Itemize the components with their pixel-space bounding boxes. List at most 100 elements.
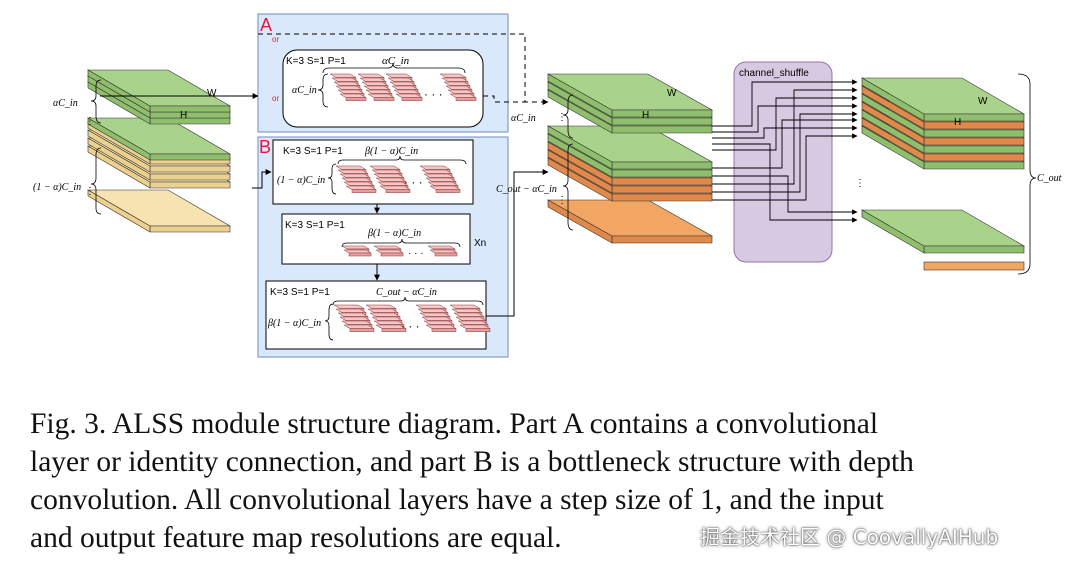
middle-layer-8-side: [547, 81, 613, 126]
part-a-label: A: [260, 15, 272, 35]
part-b-block3-count-label: C_out − αC_in: [376, 287, 437, 298]
input-layer-2-side: [87, 145, 151, 189]
middle-alpha-label: αC_in: [511, 113, 536, 124]
kernel-front: [385, 189, 411, 193]
output-bottom-orange-strip: [923, 261, 1025, 271]
kernel-front: [455, 97, 477, 101]
channel-shuffle-label: channel_shuffle: [739, 68, 809, 79]
shuffle-line: [712, 133, 858, 201]
input-layer-6: [86, 117, 232, 161]
middle-dots-bottom: ⋮: [557, 195, 567, 206]
kernel-front: [380, 252, 404, 257]
middle-layer-1-front: [611, 235, 713, 244]
part-b-block2-kernel-stack: [341, 245, 458, 257]
output-layer-8: [860, 77, 1026, 122]
input-to-part-a-dashed: [258, 33, 549, 105]
part-b-block3-side-label: β(1 − α)C_in: [267, 318, 321, 329]
middle-layer-6-front: [611, 161, 713, 170]
output-layer-2-front: [923, 161, 1025, 170]
middle-layer-7-side: [547, 89, 613, 134]
input-w-label: W: [207, 88, 217, 99]
kernel-top: [343, 249, 372, 254]
input-rest-brace: [90, 147, 102, 215]
kernel-top: [429, 249, 458, 254]
part-b-block3-conv-params: K=3 S=1 P=1: [270, 287, 330, 298]
kernel-front: [345, 97, 367, 101]
part-b-block1-dots: · · ·: [404, 175, 423, 189]
middle-rest-label: C_out − αC_in: [496, 184, 557, 195]
kernel-front: [348, 252, 372, 257]
part-b-block1-side-label: (1 − α)C_in: [277, 175, 325, 186]
connections: [100, 33, 549, 317]
part-b-block3-count-brace: [332, 296, 484, 306]
middle-dots-top: ⋮: [557, 112, 567, 123]
input-to-part-b-arrow: [252, 169, 272, 189]
caption-line-3: convolution. All convolutional layers ha…: [30, 484, 884, 516]
part-a-kernel-stack: [329, 73, 477, 101]
input-alpha-brace: [90, 79, 102, 124]
kernel-front: [434, 252, 458, 257]
kernel-front: [401, 97, 423, 101]
output-layer-7-side: [861, 85, 925, 130]
caption-line-4: and output feature map resolutions are e…: [30, 522, 562, 554]
output-layer-3-side: [861, 117, 925, 162]
input-layer-4-front: [149, 165, 231, 173]
middle-layer-6: [546, 125, 714, 170]
middle-layer-1: [546, 199, 714, 244]
middle-layer-2-front: [611, 193, 713, 202]
output-layer-5-side: [861, 101, 925, 146]
kernel-front: [349, 328, 375, 332]
part-b-label: B: [259, 137, 271, 157]
caption-line-2: layer or identity connection, and part B…: [30, 446, 914, 478]
part-a-dots: · · ·: [424, 87, 443, 101]
input-layer-1-front: [149, 225, 231, 233]
channel-shuffle-panel: [733, 61, 833, 263]
part-a-or-side: or: [272, 94, 279, 103]
output-layer-2-side: [861, 125, 925, 170]
output-layer-4-front: [923, 145, 1025, 154]
middle-layer-5-side: [547, 133, 613, 178]
middle-layer-8-front: [611, 117, 713, 126]
part-b-block3-dots: · · ·: [401, 319, 420, 333]
output-h-label: H: [954, 117, 961, 128]
shuffle-line: [712, 103, 858, 133]
input-alpha-label: αC_in: [53, 98, 78, 109]
part-a-count-label: αC_in: [382, 55, 410, 67]
middle-layer-7-front: [611, 125, 713, 134]
input-layer-1: [86, 189, 232, 233]
shuffle-line: [712, 125, 858, 139]
part-b-block2-count-brace: [341, 238, 461, 248]
output-feature-map-stack: [860, 77, 1026, 271]
middle-alpha-brace: [562, 94, 574, 139]
kernel-front: [435, 189, 461, 193]
output-layer-5-front: [923, 137, 1025, 146]
output-layer-6-side: [861, 93, 925, 138]
output-dots: ⋮: [855, 178, 865, 189]
middle-w-label: W: [667, 88, 677, 99]
part-b-block1-conv-params: K=3 S=1 P=1: [283, 146, 343, 157]
part-a-or-top: or: [272, 35, 279, 44]
input-layer-8-front: [149, 111, 231, 119]
output-layer-1: [860, 209, 1026, 254]
middle-layer-2-side: [547, 157, 613, 202]
caption-line-1: Fig. 3. ALSS module structure diagram. P…: [30, 408, 879, 440]
input-feature-map-stack: [86, 69, 232, 233]
shuffle-line: [712, 95, 858, 151]
shuffle-line: [712, 79, 858, 127]
part-b-block1-side-brace: [327, 163, 337, 195]
part-a-side-brace: [317, 73, 329, 108]
output-layer-8-side: [861, 77, 925, 122]
part-b-block2-repeat-label: Xn: [474, 238, 486, 249]
watermark: 掘金技术社区 @ CoovallyAIHub: [700, 525, 999, 549]
kernel-top: [373, 245, 402, 250]
shuffle-line: [712, 175, 858, 215]
part-a-count-brace: [322, 62, 466, 74]
kernel-front: [465, 328, 491, 332]
alss-structure-diagram: A or or B K=3 S=1 P=1 αC_in αC_in · · · …: [33, 13, 1062, 358]
part-b-block3-kernel-stack: [333, 304, 491, 332]
input-layer-7-front: [149, 117, 231, 125]
middle-layer-1-side: [547, 199, 613, 244]
input-dots-top: ⋮: [85, 116, 95, 127]
input-layer-4-side: [87, 129, 151, 173]
input-layer-1-side: [87, 189, 151, 233]
